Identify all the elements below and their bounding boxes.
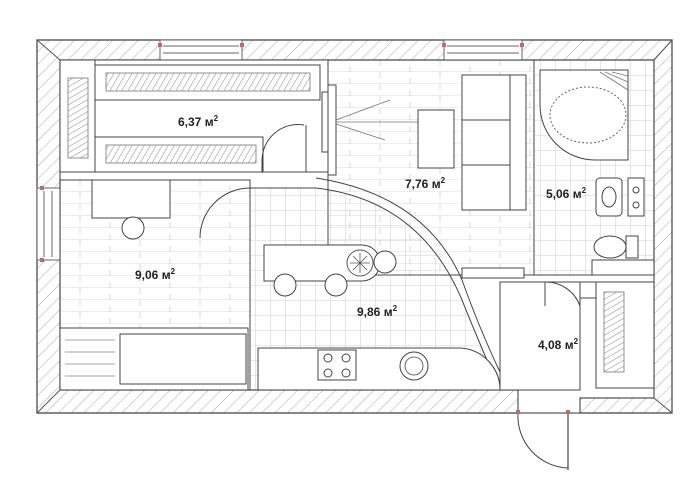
kitchen: [249, 177, 501, 391]
entrance-door: [516, 410, 570, 470]
kitchen-island: [263, 244, 381, 282]
entrance: [499, 281, 655, 470]
area-label-bathroom: 5,06 м2: [546, 186, 587, 201]
toilet: [593, 235, 639, 259]
window-top-left: [158, 39, 244, 61]
bathroom-sink: [595, 177, 645, 217]
area-label-bedroom: 9,06 м2: [135, 267, 176, 282]
window-top-right: [442, 39, 524, 61]
area-label-storage: 6,37 м2: [178, 114, 219, 129]
sofa: [461, 74, 527, 211]
area-label-hall: 7,76 м2: [405, 176, 446, 191]
bathroom: [533, 59, 655, 276]
area-label-entrance: 4,08 м2: [538, 337, 579, 352]
kitchen-counter: [257, 347, 501, 391]
storage-room: [59, 59, 329, 173]
bed: [59, 327, 249, 391]
bedroom: [59, 179, 251, 391]
hall-room: [321, 59, 535, 279]
window-left: [36, 186, 61, 262]
area-label-kitchen: 9,86 м2: [357, 304, 398, 319]
